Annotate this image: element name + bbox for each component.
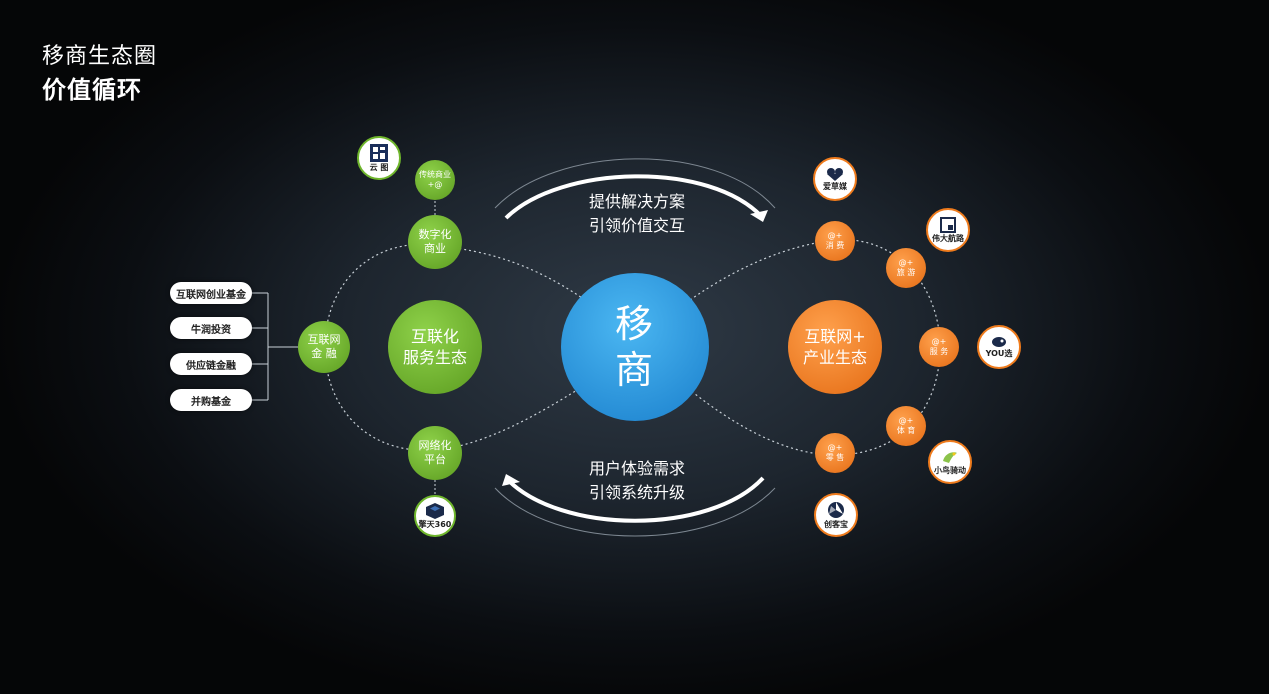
finance-item-pill: 并购基金 bbox=[170, 389, 252, 411]
retail-node: @+ 零 售 bbox=[815, 433, 855, 473]
center-circle: 移 商 bbox=[561, 273, 709, 421]
weida-icon bbox=[940, 216, 956, 233]
qingtian-icon bbox=[426, 502, 444, 519]
chuangkebao-logo: 创客宝 bbox=[814, 493, 858, 537]
left-hub-circle: 互联化 服务生态 bbox=[388, 300, 482, 394]
right-hub-circle: 互联网+ 产业生态 bbox=[788, 300, 882, 394]
traditional-business-node: 传统商业 +@ bbox=[415, 160, 455, 200]
aicaomei-icon bbox=[827, 167, 843, 181]
page-title: 价值循环 bbox=[42, 76, 142, 104]
youxuan-icon bbox=[992, 336, 1006, 347]
finance-item-pill: 牛润投资 bbox=[170, 317, 252, 339]
consume-node: @+ 消 费 bbox=[815, 221, 855, 261]
page-subtitle: 移商生态圈 bbox=[42, 44, 158, 69]
finance-item-pill: 供应链金融 bbox=[170, 353, 252, 375]
finance-item-pill: 互联网创业基金 bbox=[170, 282, 252, 304]
sports-node: @+ 体 育 bbox=[886, 406, 926, 446]
yuntu-icon bbox=[370, 143, 388, 162]
digital-business-node: 数字化 商业 bbox=[408, 215, 462, 269]
internet-finance-node: 互联网 金 融 bbox=[298, 321, 350, 373]
weida-logo: 伟大航路 bbox=[926, 208, 970, 252]
xiaoniao-logo: 小鸟骑动 bbox=[928, 440, 972, 484]
xiaoniao-icon bbox=[943, 451, 957, 463]
yuntu-logo: 云 图 bbox=[357, 136, 401, 180]
chuangkebao-icon bbox=[828, 501, 844, 518]
travel-node: @+ 旅 游 bbox=[886, 248, 926, 288]
aicaomei-logo: 爱草媒 bbox=[813, 157, 857, 201]
youxuan-logo: YOU选 bbox=[977, 325, 1021, 369]
service-node: @+ 服 务 bbox=[919, 327, 959, 367]
bottom-arrow-text: 用户体验需求引领系统升级 bbox=[588, 459, 685, 502]
network-platform-node: 网络化 平台 bbox=[408, 426, 462, 480]
qingtian-logo: 擎天360 bbox=[414, 495, 456, 537]
top-arrow-text: 提供解决方案引领价值交互 bbox=[588, 192, 685, 235]
